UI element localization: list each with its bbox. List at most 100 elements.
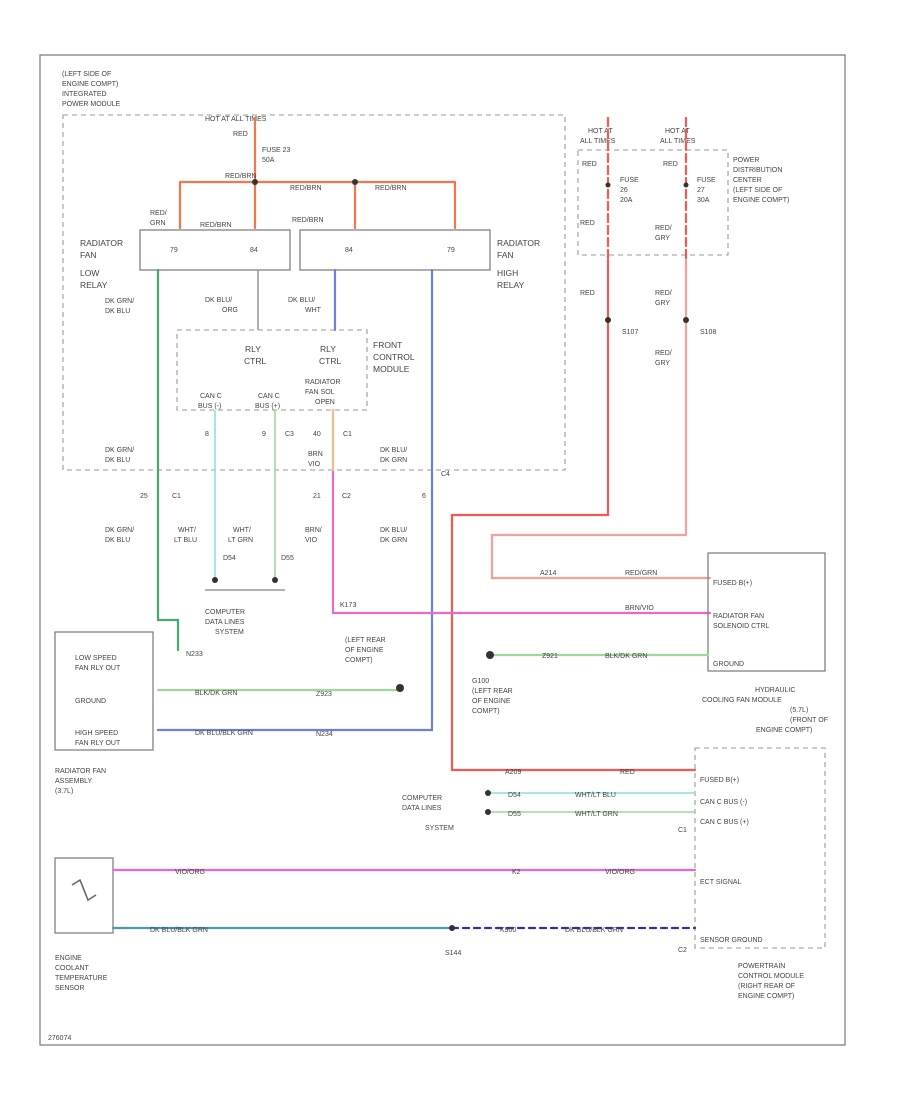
pdc-red-gry: RED/ <box>655 225 672 232</box>
dk-blu-wht-label: DK BLU/ <box>288 297 315 304</box>
fcm-vio: VIO <box>308 461 321 468</box>
thermistor-icon <box>71 878 97 902</box>
z923: Z923 <box>316 691 332 698</box>
pcm-computer-data-3: SYSTEM <box>425 825 454 832</box>
low-relay-label-2: FAN <box>80 250 97 260</box>
ipm-fuse-label: FUSE 23 <box>262 147 291 154</box>
pcm-d55: D55 <box>508 811 521 818</box>
low-relay-wire: DK GRN/ <box>105 298 134 305</box>
fcm-fan-sol-1: RADIATOR <box>305 379 341 386</box>
low-speed-wire <box>156 268 180 652</box>
high-relay-pin-79: 79 <box>447 247 455 254</box>
pcm-wht-lt-blu: WHT/LT BLU <box>575 792 616 799</box>
s107-dot <box>605 317 611 323</box>
low-relay-pin-84: 84 <box>250 247 258 254</box>
computer-data-3: SYSTEM <box>215 629 244 636</box>
ipm-title-3: INTEGRATED <box>62 91 107 98</box>
ect-sensor-box <box>54 857 114 934</box>
c4: C4 <box>441 471 450 478</box>
pdc-title-4: (LEFT SIDE OF <box>733 187 782 194</box>
radiator-fan-assembly-box <box>54 631 154 751</box>
dk-grn2-2: DK GRN <box>380 537 407 544</box>
ect-title-4: SENSOR <box>55 985 85 992</box>
hcfm-sol-ctrl-1: RADIATOR FAN <box>713 613 764 620</box>
pin-25: 25 <box>140 493 148 500</box>
fcm-pin-8: 8 <box>205 431 209 438</box>
hcfm-z921: Z921 <box>542 653 558 660</box>
ipm-bus-wire <box>178 180 457 230</box>
g100-2: OF ENGINE <box>472 698 511 705</box>
pcm-c2: C2 <box>678 947 687 954</box>
pdc-hot-2: ALL TIMES <box>580 138 616 145</box>
pcm-title-1: POWERTRAIN <box>738 963 785 970</box>
dk-blu-org-label: DK BLU/ <box>205 297 232 304</box>
low-relay-wire-2: DK BLU <box>105 308 130 315</box>
pdc-title-5: ENGINE COMPT) <box>733 197 789 204</box>
fcm-title-3: MODULE <box>373 364 410 374</box>
dk-blu-1: DK BLU <box>105 457 130 464</box>
pdc-hot-3: HOT AT <box>665 128 690 135</box>
pdc-fuse-27: FUSE <box>697 177 716 184</box>
ipm-red-grn: RED/ <box>150 210 167 217</box>
c1-low: C1 <box>172 493 181 500</box>
pcm-title-2: CONTROL MODULE <box>738 973 804 980</box>
fcm-ctrl-1: CTRL <box>244 356 266 366</box>
pdc-hot-1: HOT AT <box>588 128 613 135</box>
high-relay-pin-84: 84 <box>345 247 353 254</box>
ect-title-2: COOLANT <box>55 965 90 972</box>
splice-s108: S108 <box>700 329 716 336</box>
high-relay-label-3: HIGH <box>497 268 518 278</box>
ipm-title-4: POWER MODULE <box>62 101 121 108</box>
rfa-ground: GROUND <box>75 698 106 705</box>
fcm-c1: C1 <box>343 431 352 438</box>
ect-title-3: TEMPERATURE <box>55 975 108 982</box>
n233: N233 <box>186 651 203 658</box>
rfa-title-2: ASSEMBLY <box>55 778 93 785</box>
ect-dk-blu-blk-grn: DK BLU/BLK GRN <box>150 927 208 934</box>
integrated-power-module-box <box>62 114 566 471</box>
pdc-fuse-26b: 26 <box>620 187 628 194</box>
dk-grn-1: DK GRN/ <box>105 447 134 454</box>
ipm-fuse-amp: 50A <box>262 157 275 164</box>
pdc-gry-2: GRY <box>655 300 670 307</box>
pdc-red-gry-3: RED/ <box>655 350 672 357</box>
pcm-c1: C1 <box>678 827 687 834</box>
pcm-dk-blu-blk-grn: DK BLU/BLK GRN <box>565 927 623 934</box>
g101-1: (LEFT REAR <box>345 637 386 644</box>
rfa-high-speed-1: HIGH SPEED <box>75 730 118 737</box>
fcm-c3: C3 <box>285 431 294 438</box>
pcm-can-minus-dot <box>485 790 491 796</box>
pcm-computer-data-2: DATA LINES <box>402 805 442 812</box>
ipm-red-grn-2: GRN <box>150 220 166 227</box>
fcm-bus-plus: BUS (+) <box>255 403 280 410</box>
pdc-gry-3: GRY <box>655 360 670 367</box>
front-control-module-box <box>176 329 368 411</box>
pdc-red-3: RED <box>580 220 595 227</box>
pdc-red-2: RED <box>663 161 678 168</box>
splice-s107: S107 <box>622 329 638 336</box>
g100-3: COMPT) <box>472 708 500 715</box>
ipm-red-label: RED <box>233 131 248 138</box>
dk-blu-dk-grn-2: DK BLU/ <box>380 527 407 534</box>
diagram-frame <box>39 54 846 1046</box>
dk-blu-2: DK BLU <box>105 537 130 544</box>
hcfm-title-1: HYDRAULIC <box>755 687 795 694</box>
fcm-brn: BRN <box>308 451 323 458</box>
low-relay-label-1: RADIATOR <box>80 238 123 248</box>
pcm-can-minus: CAN C BUS (-) <box>700 799 747 806</box>
g101-3: COMPT) <box>345 657 373 664</box>
fcm-pin-40: 40 <box>313 431 321 438</box>
fcm-can-c-minus: CAN C <box>200 393 222 400</box>
hcfm-title-5: ENGINE COMPT) <box>756 727 812 734</box>
pdc-gry: GRY <box>655 235 670 242</box>
hydraulic-cooling-fan-module-box <box>707 552 826 672</box>
pcm-title-3: (RIGHT REAR OF <box>738 983 795 990</box>
ipm-red-brn-4: RED/BRN <box>200 222 232 229</box>
fcm-title-2: CONTROL <box>373 352 415 362</box>
pdc-title-2: DISTRIBUTION <box>733 167 782 174</box>
wht-2: WHT/ <box>233 527 251 534</box>
d55: D55 <box>281 555 294 562</box>
pdc-fuse-27b: 27 <box>697 187 705 194</box>
pdc-fuse-26a: 20A <box>620 197 633 204</box>
hcfm-blk-dk-grn: BLK/DK GRN <box>605 653 647 660</box>
